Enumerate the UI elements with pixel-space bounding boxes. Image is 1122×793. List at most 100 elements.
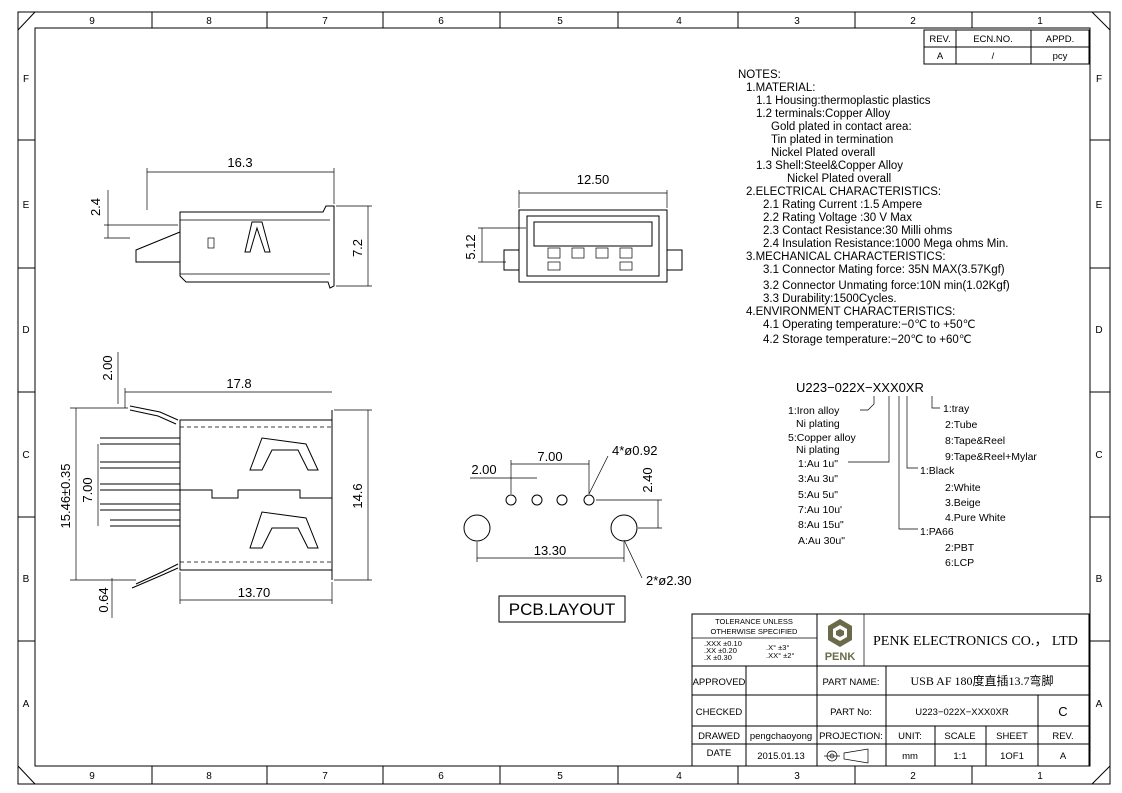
note-line: 3.3 Durability:1500Cycles.: [763, 293, 897, 305]
note-line: 1.3 Shell:Steel&Copper Alloy: [756, 160, 903, 172]
note-line: Gold plated in contact area:: [771, 121, 912, 133]
rev-value: A: [937, 51, 944, 62]
note-line: Tin plated in termination: [771, 134, 893, 146]
packing-option: 1:tray: [943, 403, 970, 415]
col-label: 5: [557, 771, 563, 782]
note-line: 4.ENVIRONMENT CHARACTERISTICS:: [746, 306, 955, 318]
col-label: 6: [438, 771, 444, 782]
material-option: 5:Copper alloy: [788, 432, 856, 444]
plating-option: A:Au 30u": [798, 535, 845, 547]
sheet-label: SHEET: [996, 731, 1028, 742]
row-label: F: [1096, 74, 1102, 85]
column-labels-bottom: 9 8 7 6 5 4 3 2 1: [89, 771, 1043, 782]
housing-option: 1:PA66: [920, 526, 954, 538]
dim-label: 2.40: [640, 467, 655, 492]
col-label: 8: [206, 16, 212, 27]
inner-frame: [34, 27, 1091, 767]
pcb-layout: 7.00 2.00 4*ø0.92 2.40 13.30 2*ø2.30 PCB…: [463, 443, 692, 623]
note-line: 1.MATERIAL:: [746, 82, 815, 94]
col-label: 2: [910, 771, 916, 782]
row-label: C: [1095, 450, 1102, 461]
row-label: B: [1096, 574, 1103, 585]
row-label: B: [23, 574, 30, 585]
part-code: U223−022X−XXX0XR: [796, 380, 924, 395]
col-label: 4: [676, 16, 682, 27]
plating-option: 5:Au 5u": [798, 489, 838, 501]
logo-text: PENK: [825, 651, 856, 663]
row-label: D: [1095, 325, 1102, 336]
row-label: C: [22, 450, 29, 461]
side-view-top: 16.3 2.4 7.2: [88, 155, 372, 289]
date-value: 2015.01.13: [757, 751, 805, 762]
scale-value: 1:1: [953, 751, 966, 762]
title-block: TOLERANCE UNLESS OTHERWISE SPECIFIED .XX…: [691, 613, 1090, 767]
dim-label: 7.00: [537, 449, 562, 464]
dim-label: 12.50: [577, 172, 610, 187]
drawed-label: DRAWED: [698, 731, 740, 742]
angle-row: .X° ±3°: [766, 643, 789, 652]
col-label: 3: [794, 771, 800, 782]
col-label: 7: [322, 771, 328, 782]
dim-label: 7.2: [350, 239, 365, 257]
note-line: 2.4 Insulation Resistance:1000 Mega ohms…: [763, 238, 1008, 250]
company-name: PENK ELECTRONICS CO.， LTD: [873, 634, 1078, 649]
unit-label: UNIT:: [898, 731, 922, 742]
part-name-label: PART NAME:: [822, 677, 879, 688]
column-labels-top: 9 8 7 6 5 4 3 2 1: [89, 16, 1043, 27]
penk-logo: PENK: [825, 619, 856, 663]
note-line: 2.3 Contact Resistance:30 Milli ohms: [763, 225, 952, 237]
part-code-breakdown: U223−022X−XXX0XR 1:Iron alloy Ni plating…: [788, 380, 1037, 569]
note-line: 3.1 Connector Mating force: 35N MAX(3.57…: [763, 264, 1005, 276]
color-option: 4.Pure White: [945, 512, 1006, 524]
row-labels-right: F E D C B A: [1095, 74, 1102, 710]
part-no-value: U223−022X−XXX0XR: [915, 707, 1009, 718]
color-option: 3.Beige: [945, 497, 981, 509]
note-line: 1.2 terminals:Copper Alloy: [756, 108, 890, 120]
note-line: 4.1 Operating temperature:−0℃ to +50℃: [763, 319, 976, 331]
dim-label: 0.64: [96, 587, 111, 612]
plating-option: 8:Au 15u": [798, 519, 844, 531]
row-labels-left: F E D C B A: [22, 74, 29, 710]
pcb-hole-note: 4*ø0.92: [612, 443, 658, 458]
col-label: 5: [557, 16, 563, 27]
pcb-label: PCB.LAYOUT: [509, 600, 615, 619]
housing-option: 6:LCP: [945, 557, 974, 569]
row-label: D: [22, 325, 29, 336]
revision-table: REV. ECN.NO. APPD. A / pcy: [923, 29, 1090, 65]
front-view: 12.50 5.12: [463, 172, 683, 283]
column-ticks-bottom: [151, 766, 973, 784]
dim-label: 17.8: [226, 376, 251, 391]
note-line: 3.MECHANICAL CHARACTERISTICS:: [746, 251, 946, 263]
rev-label: REV.: [1052, 731, 1073, 742]
note-line: 3.2 Connector Unmating force:10N min(1.0…: [763, 280, 1010, 292]
ecn-header: ECN.NO.: [973, 34, 1013, 45]
dim-label: 14.6: [350, 483, 365, 508]
dim-label: 2.00: [100, 355, 115, 380]
dim-label: 7.00: [80, 477, 95, 502]
plating-option: 1:Au 1u": [798, 458, 838, 470]
ecn-value: /: [992, 51, 995, 62]
material-option: Ni plating: [796, 418, 840, 430]
row-label: E: [23, 200, 30, 211]
tolerance-row: .XXX ±0.10: [704, 639, 742, 648]
rev-value: A: [1060, 751, 1067, 762]
note-line: 4.2 Storage temperature:−20℃ to +60℃: [763, 334, 972, 346]
part-rev-value: C: [1058, 704, 1067, 719]
projection-symbol-icon: [824, 748, 869, 764]
dim-label: 2.00: [471, 462, 496, 477]
col-label: 3: [794, 16, 800, 27]
appd-value: pcy: [1053, 51, 1068, 62]
angle-row: .XX° ±2°: [766, 651, 794, 660]
packing-option: 8:Tape&Reel: [945, 435, 1005, 447]
side-view-bottom: 17.8 2.00 15.46±0.35 7.00 14.6 13.70 0.6…: [58, 352, 372, 618]
appd-header: APPD.: [1046, 34, 1075, 45]
note-line: NOTES:: [738, 69, 781, 81]
scale-label: SCALE: [944, 731, 975, 742]
row-ticks: [18, 139, 1110, 642]
plating-option: 3:Au 3u": [798, 473, 838, 485]
row-label: F: [23, 74, 29, 85]
col-label: 1: [1037, 16, 1043, 27]
tolerance-title: OTHERWISE SPECIFIED: [711, 627, 799, 636]
col-label: 9: [89, 16, 95, 27]
rev-header: REV.: [929, 34, 950, 45]
